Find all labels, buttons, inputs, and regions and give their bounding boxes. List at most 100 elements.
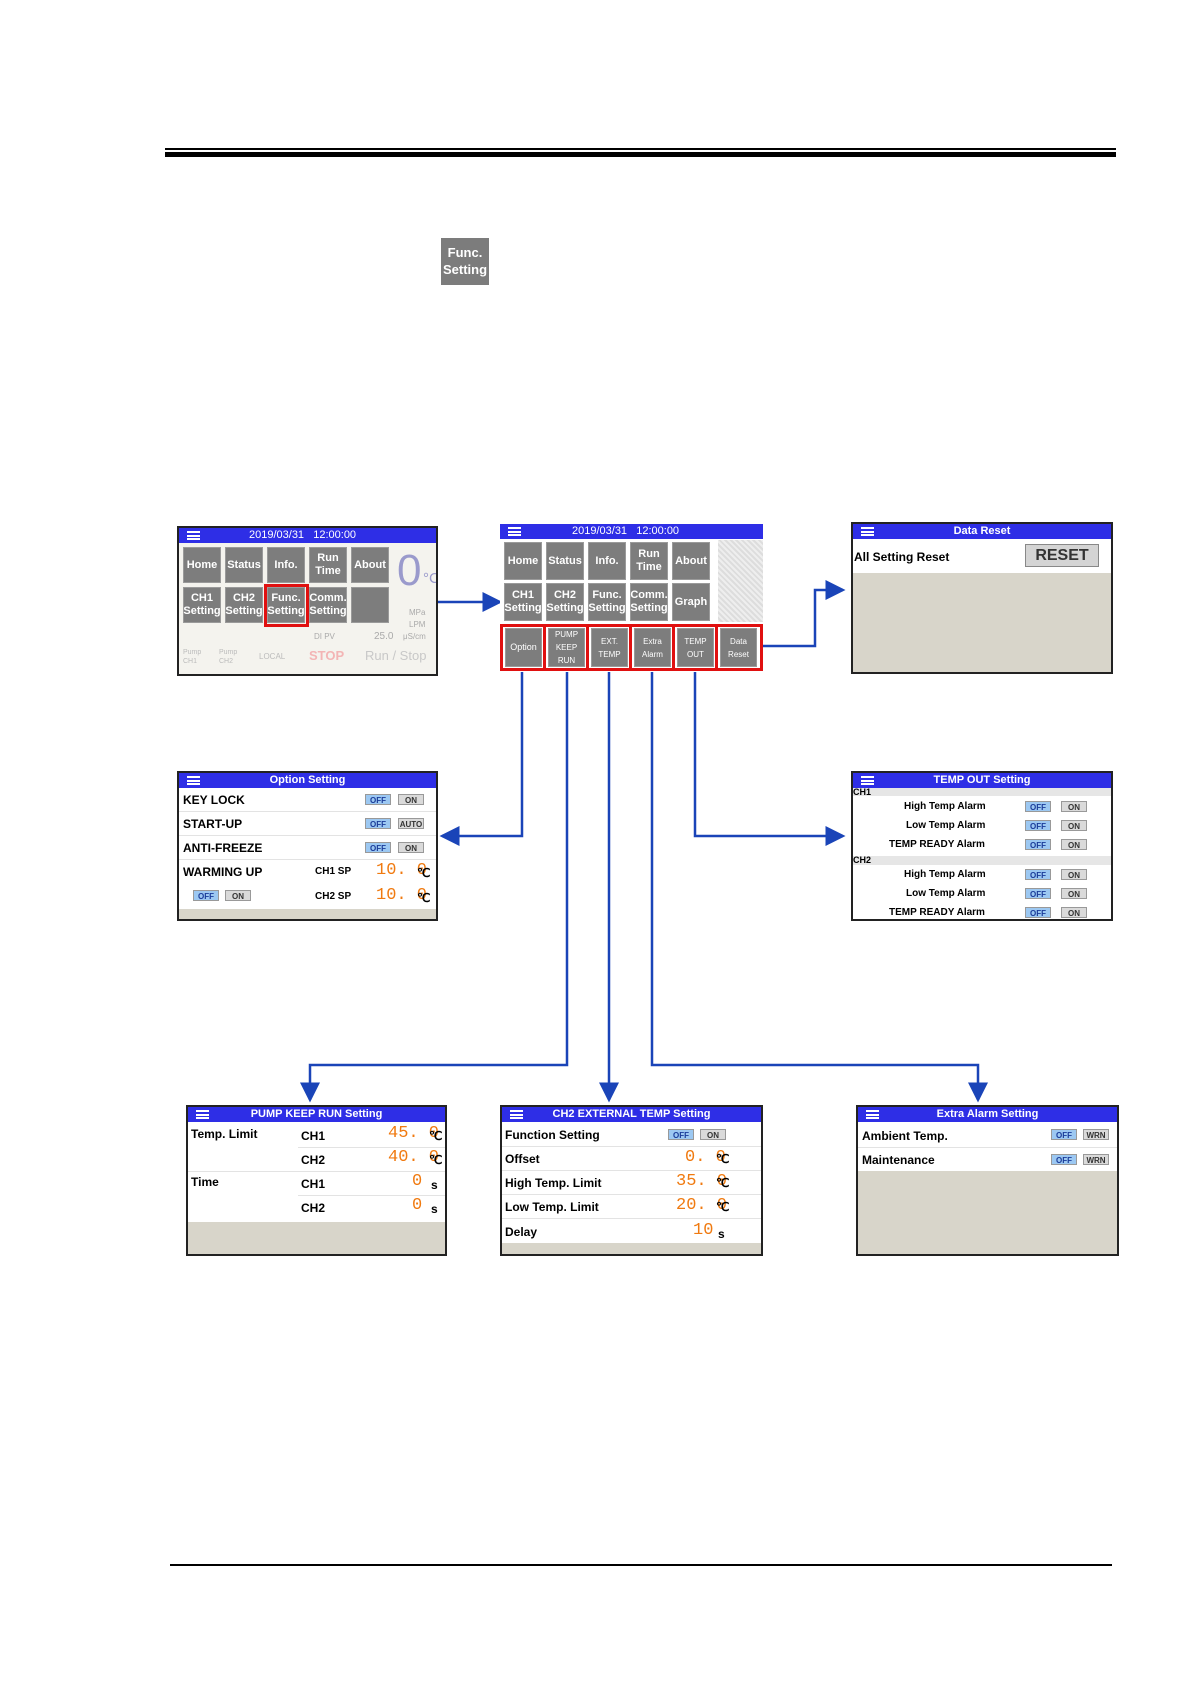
arrow-option [439,672,524,846]
big-temp-value: 0 [397,546,422,595]
maintenance-wrn-toggle[interactable]: WRN [1083,1154,1109,1165]
high-limit-label: High Temp. Limit [505,1176,602,1190]
ch1-low-on-toggle[interactable]: ON [1061,820,1087,831]
ch1-high-on-toggle[interactable]: ON [1061,801,1087,812]
pump-keep-run-button[interactable]: PUMP KEEP RUN [548,628,585,667]
home-button[interactable]: Home [183,547,221,583]
ext-temp-titlebar: CH2 EXTERNAL TEMP Setting [502,1107,761,1122]
delay-value[interactable]: 10 [693,1221,714,1240]
start-up-auto-toggle[interactable]: AUTO [398,818,424,829]
function-off-toggle[interactable]: OFF [668,1129,694,1140]
menu-ch2-setting-button[interactable]: CH2 Setting [546,583,584,621]
pump-ch2-button[interactable]: Pump CH2 [219,649,238,665]
menu-icon[interactable] [866,1110,879,1119]
divider [629,624,632,671]
ch1-high-temp-label: High Temp Alarm [904,801,986,812]
menu-about-button[interactable]: About [672,542,710,580]
menu-comm-setting-button[interactable]: Comm. Setting [630,583,668,621]
function-on-toggle[interactable]: ON [700,1129,726,1140]
di-pv-label: DI PV [314,632,335,641]
ch2-ready-off-toggle[interactable]: OFF [1025,907,1051,918]
ambient-wrn-toggle[interactable]: WRN [1083,1129,1109,1140]
temp-ch1-value[interactable]: 45. 0 [388,1124,440,1143]
status-button[interactable]: Status [225,547,263,583]
ch1-ready-on-toggle[interactable]: ON [1061,839,1087,850]
menu-graph-button[interactable]: Graph [672,583,710,621]
ch1-sp-value[interactable]: 10. 0 [376,861,428,880]
option-button[interactable]: Option [505,628,542,667]
menu-ch1-setting-button[interactable]: CH1 Setting [504,583,542,621]
menu-icon[interactable] [861,527,874,536]
menu-icon[interactable] [510,1110,523,1119]
anti-freeze-row: ANTI-FREEZE OFF ON [179,836,436,860]
ch2-low-on-toggle[interactable]: ON [1061,888,1087,899]
run-time-button[interactable]: Run Time [309,547,347,583]
menu-icon[interactable] [196,1110,209,1119]
ch1-low-off-toggle[interactable]: OFF [1025,820,1051,831]
divider [672,624,675,671]
time-ch1-value[interactable]: 0 [412,1172,423,1191]
divider [715,624,718,671]
ch1-ready-off-toggle[interactable]: OFF [1025,839,1051,850]
time-ch2-value[interactable]: 0 [412,1196,423,1215]
ch2-high-off-toggle[interactable]: OFF [1025,869,1051,880]
key-lock-off-toggle[interactable]: OFF [365,794,391,805]
header-rule-thin [165,148,1116,150]
anti-freeze-on-toggle[interactable]: ON [398,842,424,853]
ch2-low-off-toggle[interactable]: OFF [1025,888,1051,899]
high-limit-value[interactable]: 35. 0 [676,1172,728,1191]
home-titlebar: 2019/03/31 12:00:00 [179,528,436,543]
menu-status-button[interactable]: Status [546,542,584,580]
menu-info-button[interactable]: Info. [588,542,626,580]
extra-alarm-button[interactable]: Extra Alarm [634,628,671,667]
pump-ch1-button[interactable]: Pump CH1 [183,649,202,665]
menu-icon[interactable] [187,776,200,785]
arrow-temp-out [693,672,846,846]
menu-icon[interactable] [861,776,874,785]
key-lock-on-toggle[interactable]: ON [398,794,424,805]
temp-ch1-unit: ℃ [429,1129,443,1143]
menu-func-setting-button[interactable]: Func. Setting [588,583,626,621]
ch1-sp-unit: ℃ [417,866,431,880]
func-setting-button[interactable]: Func. Setting [267,587,305,623]
key-lock-label: KEY LOCK [183,793,245,807]
menu-icon[interactable] [508,527,521,536]
unit-lpm: LPM [409,620,426,629]
start-up-off-toggle[interactable]: OFF [365,818,391,829]
ch2-sp-value[interactable]: 10. 0 [376,886,428,905]
ch2-setting-button[interactable]: CH2 Setting [225,587,263,623]
ext-temp-panel: CH2 EXTERNAL TEMP Setting Function Setti… [500,1105,763,1256]
comm-setting-button[interactable]: Comm. Setting [309,587,347,623]
ch2-ready-on-toggle[interactable]: ON [1061,907,1087,918]
temp-ch2-unit: ℃ [429,1153,443,1167]
offset-value[interactable]: 0. 0 [685,1148,726,1167]
ext-temp-button[interactable]: EXT. TEMP [591,628,628,667]
ambient-off-toggle[interactable]: OFF [1051,1129,1077,1140]
reset-button[interactable]: RESET [1025,544,1099,567]
menu-home-button[interactable]: Home [504,542,542,580]
ch2-high-on-toggle[interactable]: ON [1061,869,1087,880]
info-button[interactable]: Info. [267,547,305,583]
ext-temp-footer [502,1243,761,1254]
low-limit-value[interactable]: 20. 0 [676,1196,728,1215]
temp-ch2-value[interactable]: 40. 0 [388,1148,440,1167]
anti-freeze-off-toggle[interactable]: OFF [365,842,391,853]
delay-unit: s [718,1227,725,1241]
data-reset-button[interactable]: Data Reset [720,628,757,667]
temp-ch1-label: CH1 [301,1129,326,1143]
graph-button-partial[interactable] [351,587,389,623]
warming-up-off-toggle[interactable]: OFF [193,890,219,901]
warming-up-on-toggle[interactable]: ON [225,890,251,901]
about-button[interactable]: About [351,547,389,583]
time-ch1-unit: s [431,1178,438,1192]
run-stop-button[interactable]: Run / Stop [365,648,427,663]
low-limit-row: Low Temp. Limit 20. 0 ℃ [502,1195,761,1219]
ambient-temp-row: Ambient Temp. OFF WRN [858,1124,1117,1148]
menu-icon[interactable] [187,531,200,540]
menu-run-time-button[interactable]: Run Time [630,542,668,580]
ch1-high-off-toggle[interactable]: OFF [1025,801,1051,812]
time-ch2-label: CH2 [301,1201,326,1215]
temp-out-button[interactable]: TEMP OUT [677,628,714,667]
ch1-setting-button[interactable]: CH1 Setting [183,587,221,623]
maintenance-off-toggle[interactable]: OFF [1051,1154,1077,1165]
